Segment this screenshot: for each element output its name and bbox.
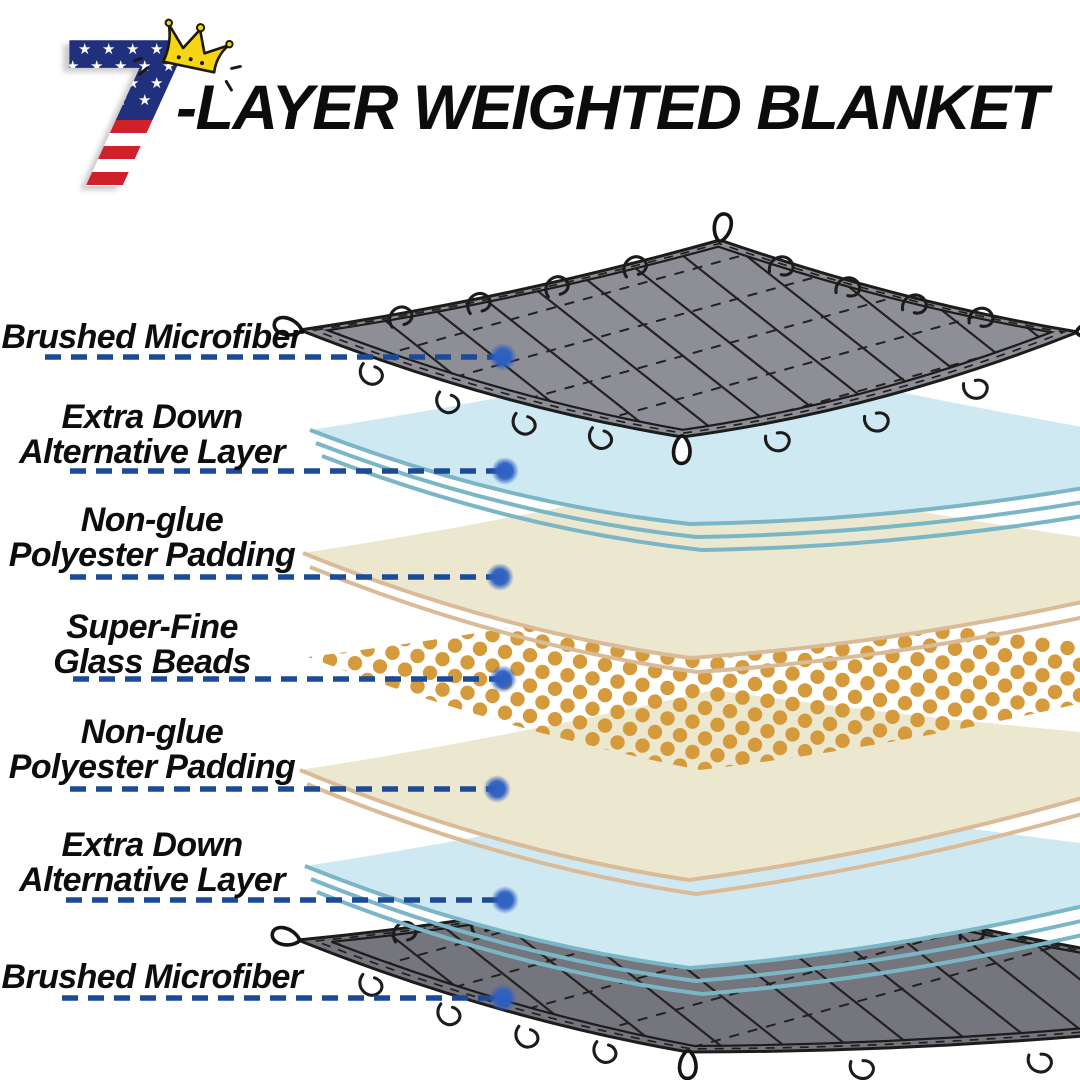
leader-non-glue-polyester-bottom [70, 775, 511, 803]
svg-text:★: ★ [174, 74, 187, 92]
svg-text:★: ★ [54, 40, 67, 58]
svg-text:★: ★ [126, 40, 139, 58]
label-extra-down-alternative-bottom: Extra Down Alternative Layer [0, 828, 308, 898]
leader-brushed-microfiber-bottom [62, 984, 517, 1012]
svg-text:★: ★ [162, 91, 175, 109]
label-line: Super-Fine [66, 608, 238, 646]
label-extra-down-alternative-top: Extra Down Alternative Layer [0, 400, 308, 470]
svg-text:★: ★ [102, 40, 115, 58]
leader-dot [486, 563, 514, 591]
leader-dot [491, 457, 519, 485]
label-line: Glass Beads [53, 643, 251, 681]
crown-band-dot [176, 55, 181, 60]
leader-dot [489, 665, 517, 693]
label-brushed-microfiber-top: Brushed Microfiber [0, 320, 308, 355]
label-line: Non-glue [80, 713, 224, 751]
label-line: Polyester Padding [8, 536, 296, 574]
crown-body [161, 22, 231, 74]
leader-dot [483, 775, 511, 803]
crown-ball [225, 39, 234, 49]
label-super-fine-glass-beads: Super-Fine Glass Beads [0, 610, 308, 680]
layer-art-non-glue-polyester-top [302, 474, 1080, 675]
crown-sparkles [133, 56, 242, 92]
crown-band-dot [200, 61, 205, 66]
svg-text:★: ★ [78, 40, 91, 58]
svg-text:★: ★ [66, 57, 79, 75]
svg-text:★: ★ [114, 57, 127, 75]
page-title: -LAYER WEIGHTED BLANKET [176, 73, 1048, 143]
svg-text:★: ★ [138, 57, 151, 75]
leader-brushed-microfiber-top [45, 343, 517, 371]
flag-stripe-red [56, 146, 196, 159]
label-line: Extra Down [61, 398, 243, 436]
crown-ball [195, 23, 206, 33]
leader-dot [489, 343, 517, 371]
label-non-glue-polyester-top: Non-glue Polyester Padding [0, 503, 308, 573]
leader-non-glue-polyester-top [70, 563, 514, 591]
svg-text:★: ★ [114, 91, 127, 109]
label-line: Polyester Padding [8, 748, 296, 786]
svg-text:★: ★ [90, 91, 103, 109]
crown-icon [133, 18, 242, 92]
label-line: Brushed Microfiber [1, 318, 304, 356]
layer-art-non-glue-polyester-bottom [299, 690, 1080, 897]
svg-text:★: ★ [126, 74, 139, 92]
label-non-glue-polyester-bottom: Non-glue Polyester Padding [0, 715, 308, 785]
leader-super-fine-glass-beads [73, 665, 517, 693]
leader-extra-down-alternative-top [70, 457, 519, 485]
svg-text:★: ★ [186, 91, 199, 109]
label-line: Extra Down [61, 826, 243, 864]
crown-band-dot [188, 57, 193, 62]
svg-text:★: ★ [102, 74, 115, 92]
label-brushed-microfiber-bottom: Brushed Microfiber [0, 960, 308, 995]
svg-text:★: ★ [138, 91, 151, 109]
label-line: Alternative Layer [19, 861, 285, 899]
flag-stripe-red [56, 172, 196, 185]
svg-text:★: ★ [150, 74, 163, 92]
svg-text:★: ★ [78, 74, 91, 92]
svg-text:★: ★ [90, 57, 103, 75]
crown-ball [164, 18, 173, 28]
leader-extra-down-alternative-bottom [66, 886, 519, 914]
label-line: Non-glue [80, 501, 224, 539]
label-line: Brushed Microfiber [1, 958, 304, 996]
svg-text:★: ★ [66, 91, 79, 109]
leader-dot [491, 886, 519, 914]
flag-stripe-red [56, 120, 196, 133]
svg-text:★: ★ [54, 74, 67, 92]
label-line: Alternative Layer [19, 433, 285, 471]
svg-text:★: ★ [150, 40, 163, 58]
brand-logo: 7 7 ★★★★★★★★★★★★★★★★★★★★★★★★ [50, 8, 242, 218]
leader-dot [489, 984, 517, 1012]
